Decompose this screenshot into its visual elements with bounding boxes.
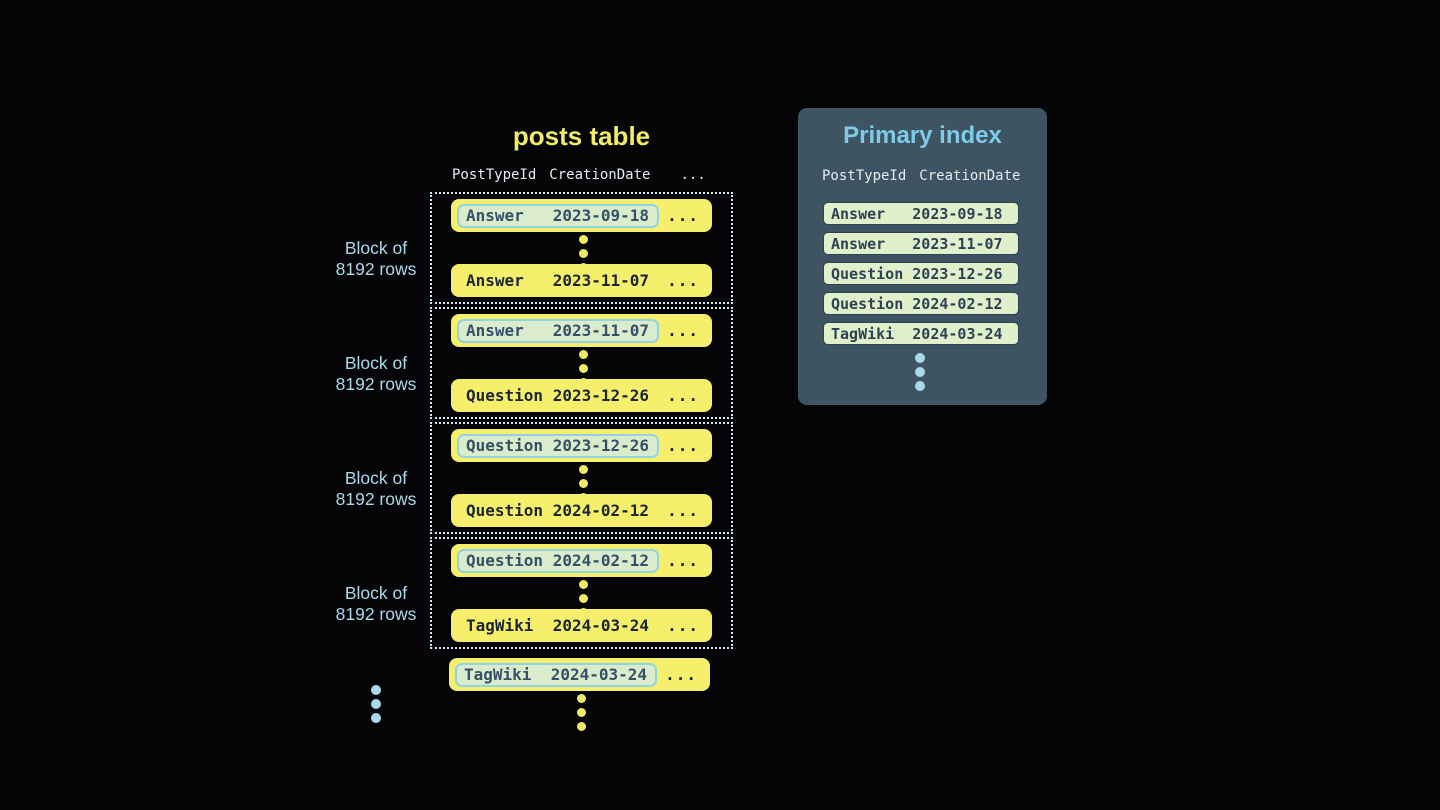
column-more: ... [680,167,706,183]
primary-index-title: Primary index [843,122,1002,149]
row-date: 2024-02-12 [552,501,650,520]
row-ellipsis: ... [667,616,699,635]
row-date: 2024-03-24 [552,616,650,635]
block-1-first-row: Answer 2023-09-18 ... [451,199,712,232]
column-creationdate: CreationDate [549,167,651,183]
entry-type: TagWiki [831,324,895,343]
dot [371,685,381,695]
block-2-last-row: Question 2023-12-26 ... [451,379,712,412]
block-2-first-row: Answer 2023-11-07 ... [451,314,712,347]
block-3-label: Block of 8192 rows [335,468,417,509]
entry-type: Question [831,294,904,313]
block-3-first-row: Question 2023-12-26 ... [451,429,712,462]
dot [577,708,586,717]
dot [915,381,925,391]
dot [579,350,588,359]
row-date: 2024-03-24 [550,664,648,684]
block-4-last-row: TagWiki 2024-03-24 ... [451,609,712,642]
row-type: Question [466,435,544,455]
dot [579,479,588,488]
posts-table-column-header: PostTypeId CreationDate ... [452,167,706,183]
row-ellipsis: ... [665,665,697,684]
dot [579,249,588,258]
dot [579,594,588,603]
entry-type: Question [831,264,904,283]
row-type: Answer [466,320,524,340]
index-entry: Question 2024-02-12 [823,292,1019,315]
block-1-min-key-highlight: Answer 2023-09-18 [457,203,660,228]
block-2-min-key-highlight: Answer 2023-11-07 [457,318,660,343]
dot [579,465,588,474]
index-entry: Question 2023-12-26 [823,262,1019,285]
column-posttypeid: PostTypeId [452,167,537,183]
primary-index-entries: Answer 2023-09-18 Answer 2023-11-07 Questi… [823,202,1019,352]
entry-date: 2023-12-26 [912,264,1003,283]
row-ellipsis: ... [667,386,699,405]
entry-date: 2023-11-07 [912,234,1003,253]
dot [915,367,925,377]
primary-index-column-header: PostTypeId CreationDate [822,168,1020,184]
dot [579,580,588,589]
posts-table-title: posts table [512,121,651,151]
block-4-min-key-highlight: Question 2024-02-12 [457,548,660,573]
index-entry: Answer 2023-11-07 [823,232,1019,255]
dot [371,699,381,709]
row-ellipsis: ... [667,436,699,455]
entry-date: 2024-03-24 [912,324,1003,343]
block-3-last-row: Question 2024-02-12 ... [451,494,712,527]
more-blocks-dots-icon [371,685,381,723]
next-block-min-key-highlight: TagWiki 2024-03-24 [455,662,658,687]
row-date: 2024-02-12 [552,550,650,570]
row-date: 2023-12-26 [552,435,650,455]
block-2-label: Block of 8192 rows [335,353,417,394]
table-block-1: Answer 2023-09-18 ... Answer 2023-11-07 ..… [430,192,733,304]
index-entry: TagWiki 2024-03-24 [823,322,1019,345]
next-block-first-row: TagWiki 2024-03-24 ... [449,658,710,691]
block-1-last-row: Answer 2023-11-07 ... [451,264,712,297]
more-index-entries-dots-icon [915,353,925,391]
row-type: Question [466,550,544,570]
row-type: Question [466,501,544,520]
row-type: Answer [466,205,524,225]
column-posttypeid: PostTypeId [822,168,907,184]
row-type: TagWiki [464,664,532,684]
dot [577,694,586,703]
table-block-2: Answer 2023-11-07 ... Question 2023-12-26 … [430,307,733,419]
table-block-3: Question 2023-12-26 ... Question 2024-02-1… [430,422,733,534]
row-date: 2023-12-26 [552,386,650,405]
entry-type: Answer [831,204,886,223]
row-type: Answer [466,271,524,290]
row-ellipsis: ... [667,501,699,520]
dot [915,353,925,363]
table-block-4: Question 2024-02-12 ... TagWiki 2024-03-24… [430,537,733,649]
row-date: 2023-11-07 [552,271,650,290]
block-3-min-key-highlight: Question 2023-12-26 [457,433,660,458]
entry-type: Answer [831,234,886,253]
dot [579,235,588,244]
block-4-label: Block of 8192 rows [335,583,417,624]
row-date: 2023-11-07 [552,320,650,340]
block-1-label: Block of 8192 rows [335,238,417,279]
row-ellipsis: ... [667,206,699,225]
dot [577,722,586,731]
entry-date: 2024-02-12 [912,294,1003,313]
dot [579,364,588,373]
block-4-first-row: Question 2024-02-12 ... [451,544,712,577]
row-ellipsis: ... [667,271,699,290]
column-creationdate: CreationDate [919,168,1021,184]
row-type: TagWiki [466,616,534,635]
row-date: 2023-09-18 [552,205,650,225]
index-entry: Answer 2023-09-18 [823,202,1019,225]
row-type: Question [466,386,544,405]
entry-date: 2023-09-18 [912,204,1003,223]
row-ellipsis: ... [667,551,699,570]
dot [371,713,381,723]
more-rows-dots-icon [577,694,586,731]
row-ellipsis: ... [667,321,699,340]
primary-index-panel: Primary index PostTypeId CreationDate An… [798,108,1047,405]
